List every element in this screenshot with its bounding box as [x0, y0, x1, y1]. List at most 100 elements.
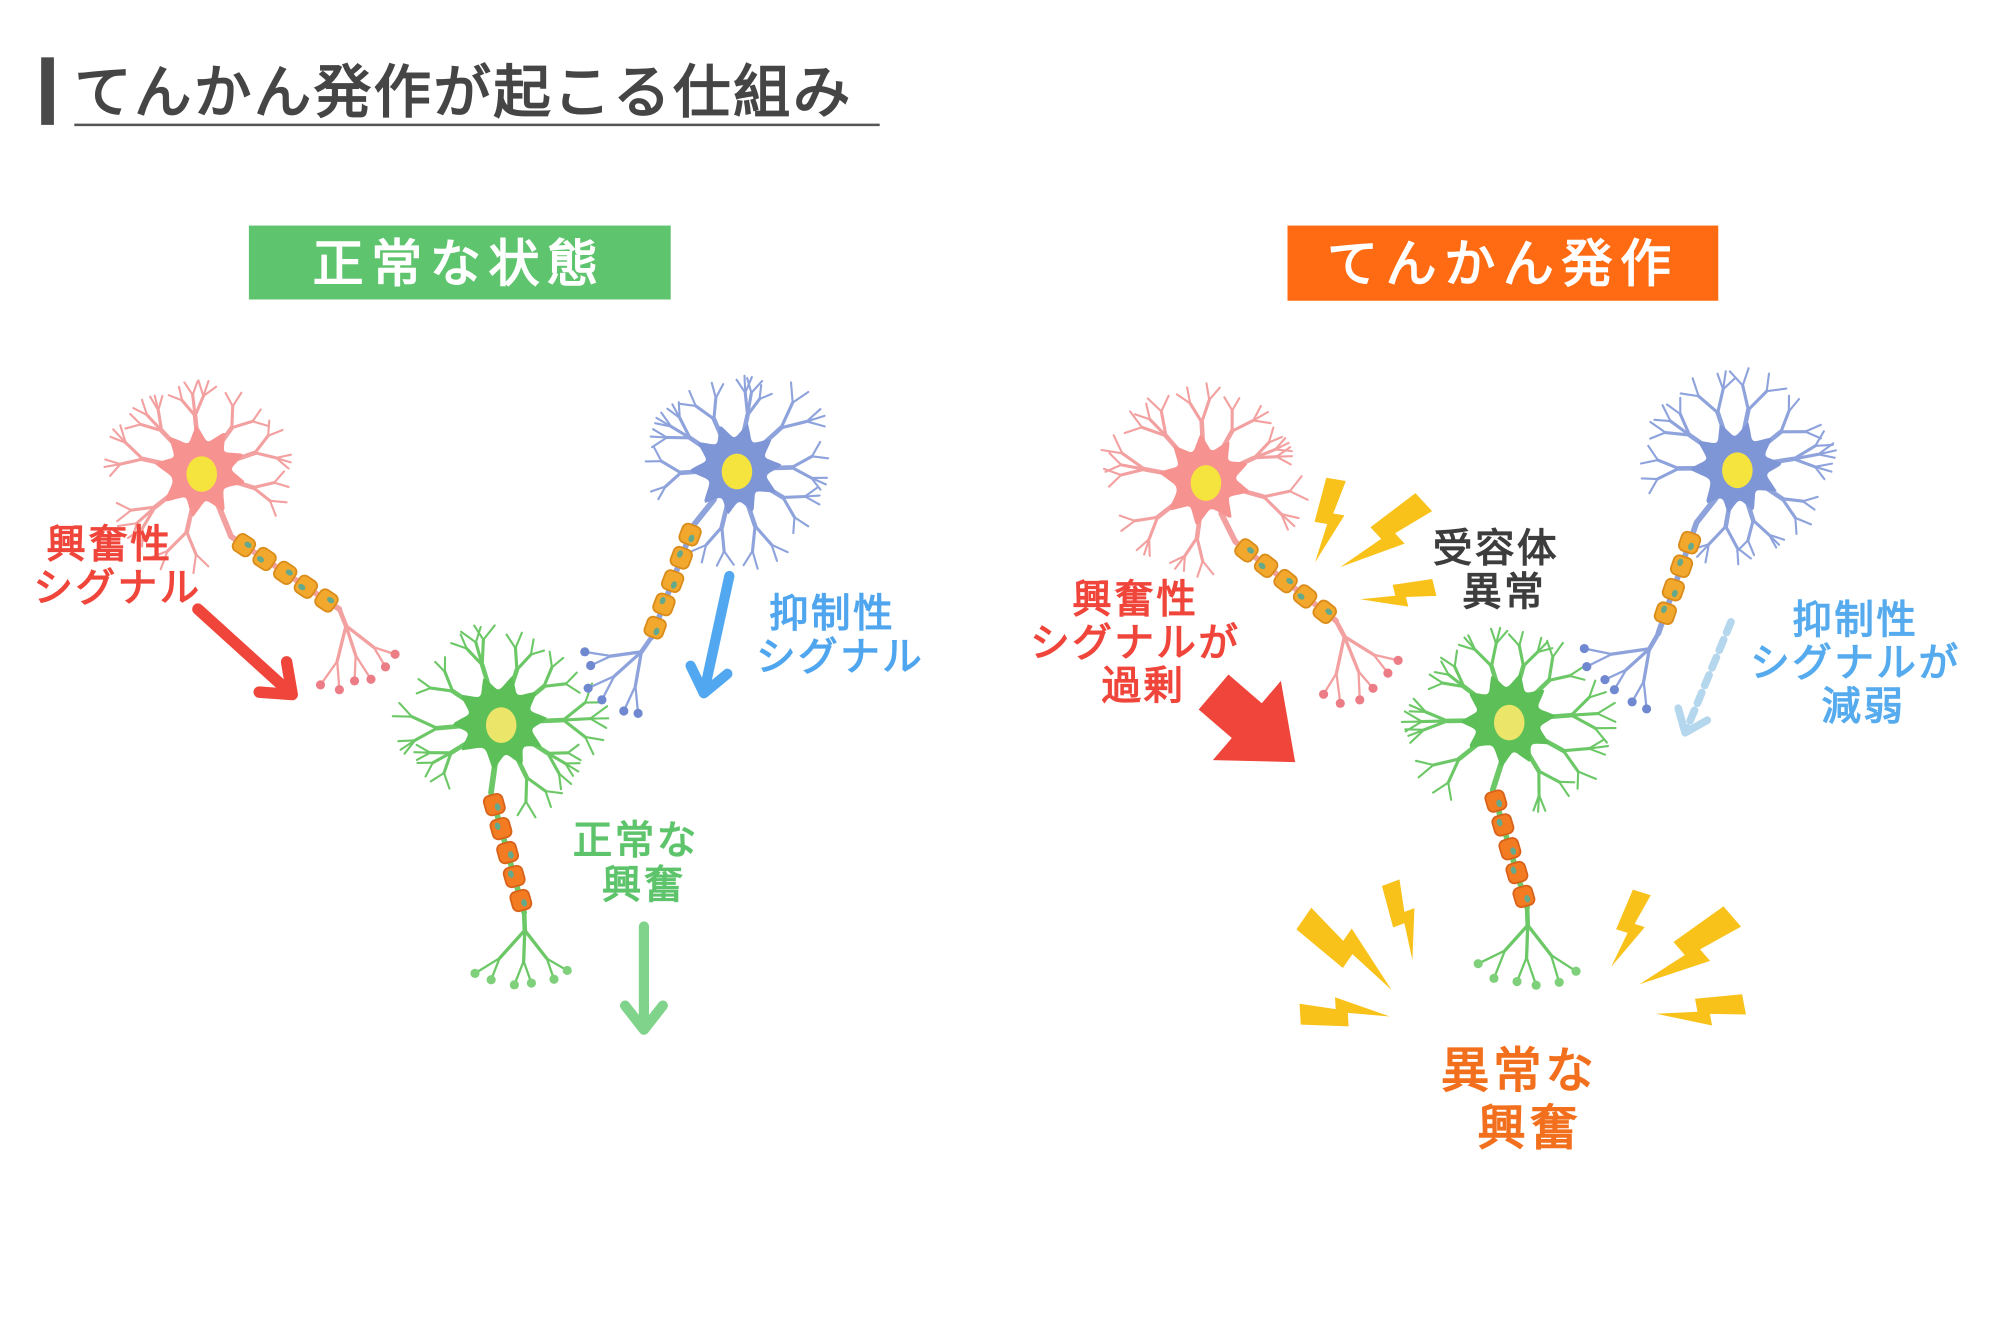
dendrite-branch	[1668, 419, 1692, 437]
synaptic-bouton	[486, 975, 496, 985]
dendrite-branch	[1536, 636, 1543, 654]
dendrite-branch	[753, 524, 774, 547]
myelin-segment	[293, 574, 319, 599]
title-block: てんかん発作が起こる仕組み	[41, 57, 880, 127]
schwann-cell-nucleus	[244, 541, 252, 548]
synaptic-bouton	[1609, 685, 1619, 695]
terminal-branch	[523, 928, 549, 961]
terminal-trunk	[337, 606, 349, 629]
terminal-branch	[521, 928, 527, 963]
dendrite-branch	[1569, 711, 1600, 717]
dendrite-branch	[678, 416, 692, 440]
schwann-cell-nucleus	[1661, 605, 1667, 614]
dendrite-branch	[1174, 554, 1186, 570]
terminal-branch	[1624, 647, 1652, 672]
myelin-segment-body	[252, 546, 277, 572]
dendrite-branch	[810, 476, 827, 486]
dendrite-branch	[1792, 452, 1820, 461]
synaptic-bouton	[633, 708, 643, 718]
dendrite-branch	[459, 633, 468, 650]
dendrite-branch	[1431, 781, 1450, 794]
dendrite-branch	[746, 377, 753, 394]
dendrite-branch	[1195, 536, 1205, 563]
arrow-shaft	[192, 603, 297, 699]
dendrite-branch	[589, 717, 608, 729]
dendrite-branch	[704, 525, 724, 547]
dendrite-branch	[1751, 518, 1771, 537]
dendrite-branch	[515, 652, 533, 672]
myelin-segment	[496, 840, 520, 865]
dendrite-branch	[548, 650, 553, 669]
dendrite-branch	[268, 499, 288, 504]
dendrite-branch	[230, 419, 255, 430]
dendrite-branch	[135, 505, 157, 525]
synaptic-bouton	[1368, 683, 1378, 693]
dendrite-branch	[1441, 681, 1466, 689]
dendrite-branch	[391, 715, 413, 718]
dendrite-branch	[557, 772, 563, 791]
dendrite-branch	[1767, 533, 1778, 549]
dendrite-branch	[688, 389, 697, 407]
myelin-sheath	[1653, 530, 1702, 626]
dendrite-branch	[410, 715, 439, 730]
synaptic-bouton	[1512, 976, 1522, 987]
dendrite-branch	[544, 790, 552, 808]
dendrite-branch	[791, 390, 810, 404]
myelin-segment	[509, 888, 533, 913]
dendrite-branch	[1169, 554, 1186, 564]
schwann-cell-nucleus	[1258, 562, 1266, 570]
dendrite-branch	[1473, 648, 1494, 668]
normal-excitation-arrow	[619, 921, 668, 1035]
dendrite-branch	[167, 394, 184, 402]
dendrite-branch	[116, 522, 138, 528]
dendrite-branch	[1274, 448, 1293, 453]
dendrite-branch	[803, 494, 821, 498]
myelin-segment-body	[1669, 554, 1694, 578]
dendrite-branch	[1587, 747, 1607, 756]
terminal-branch	[335, 624, 348, 663]
dendrite-branch	[431, 751, 453, 765]
dendrite-branch	[1801, 495, 1819, 503]
dendrite-branch	[251, 408, 262, 423]
weakened-inhibitory-signal-label: 抑制性 シグナルが 減弱	[1750, 597, 1977, 730]
dendrite-branch	[546, 751, 570, 755]
dendrite-branch	[1495, 629, 1509, 645]
dendrite-branch	[1428, 673, 1444, 685]
dendrite-branch	[1140, 425, 1168, 438]
terminal-branch	[612, 650, 644, 678]
arrow-head	[1674, 704, 1712, 737]
dendrite-branch	[1100, 448, 1124, 455]
panel-normal-state: 正常な状態 興奮性 シグナル 抑制性 シグナル 正常な 興奮	[34, 225, 922, 1035]
dendrite-branch	[564, 762, 580, 773]
dendrite-branch	[1697, 394, 1720, 415]
myelin-segment	[1505, 860, 1529, 885]
dendrite-branch	[417, 678, 432, 690]
dendrite-branch	[1587, 738, 1605, 750]
dendrite-branch	[751, 549, 759, 570]
myelin-segment-body	[1661, 577, 1685, 602]
terminal-branch	[354, 654, 373, 681]
schwann-cell-nucleus	[256, 556, 265, 563]
dendrite-branch	[202, 385, 218, 398]
myelin-segment-body	[496, 840, 520, 865]
dendrite-branch	[544, 790, 564, 795]
excitatory-signal-label: 興奮性 シグナル	[34, 522, 202, 611]
dendrite-branch	[1404, 720, 1423, 733]
synaptic-bouton	[1582, 662, 1592, 672]
terminal-branch	[1583, 647, 1613, 656]
dendrite-branch	[546, 751, 567, 766]
dendrite-branch	[251, 481, 276, 490]
dendrite-branch	[1409, 728, 1426, 744]
synaptic-bouton	[1355, 695, 1365, 705]
synaptic-bouton	[390, 649, 400, 659]
inhibitory-signal-label-line: 抑制性	[769, 591, 895, 637]
excessive-excitatory-signal-label-line: 興奮性	[1072, 577, 1198, 623]
dendrite-branch	[561, 718, 587, 739]
dendrite-branch	[564, 671, 578, 685]
terminal-trunk	[1333, 618, 1347, 639]
dendrite-branch	[1412, 697, 1427, 714]
schwann-cell-nucleus	[1510, 866, 1517, 874]
dendrite-branch	[268, 499, 277, 517]
lightning-bolt	[1611, 889, 1651, 967]
excitatory-signal-label-line: 興奮性	[46, 522, 172, 568]
